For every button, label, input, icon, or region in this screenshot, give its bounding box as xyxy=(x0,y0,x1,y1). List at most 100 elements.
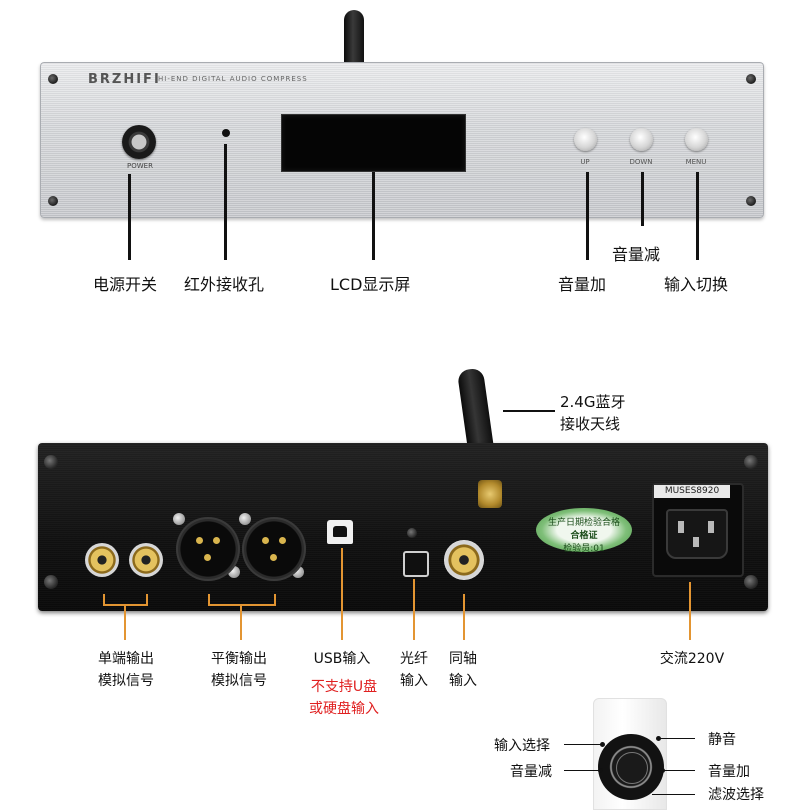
down-label: DOWN xyxy=(629,158,653,166)
callout-bracket xyxy=(208,604,276,606)
label-usb-note: 不支持U盘 或硬盘输入 xyxy=(298,676,390,720)
label-balanced-line2: 模拟信号 xyxy=(211,673,267,689)
label-optical-line1: 光纤 xyxy=(400,651,428,667)
label-antenna-line1: 2.4G蓝牙 xyxy=(560,393,626,411)
sticker-line3: 检验员:01 xyxy=(563,544,605,554)
label-power-switch: 电源开关 xyxy=(93,275,158,294)
remote-callout-dot xyxy=(598,768,603,773)
xlr-output-left[interactable] xyxy=(176,517,240,581)
callout-bracket xyxy=(274,594,276,606)
label-remote-volume-up: 音量加 xyxy=(708,764,750,780)
label-remote-mute: 静音 xyxy=(708,732,736,748)
remote-callout-line xyxy=(564,744,602,745)
remote-callout-dot xyxy=(656,736,661,741)
xlr-pin xyxy=(279,537,286,544)
callout-line-ac xyxy=(689,582,691,640)
screw-icon xyxy=(173,513,185,525)
screw-icon xyxy=(746,196,756,206)
remote-callout-line xyxy=(662,770,695,771)
power-button[interactable] xyxy=(122,125,156,159)
down-button[interactable] xyxy=(630,128,653,151)
callout-bracket xyxy=(103,594,105,606)
lcd-display xyxy=(281,114,466,172)
callout-line-antenna xyxy=(503,410,555,412)
label-antenna: 2.4G蓝牙 接收天线 xyxy=(560,391,625,435)
label-coax-input: 同轴 输入 xyxy=(445,648,481,692)
screw-icon xyxy=(744,575,758,589)
up-button[interactable] xyxy=(574,128,597,151)
label-optical-input: 光纤 输入 xyxy=(396,648,432,692)
xlr-pin xyxy=(204,554,211,561)
front-panel: BRZHIFI HI-END DIGITAL AUDIO COMPRESS PO… xyxy=(40,62,764,218)
label-coax-line1: 同轴 xyxy=(449,651,477,667)
remote-callout-dot xyxy=(660,768,665,773)
usb-input-port[interactable] xyxy=(327,520,353,544)
up-label: UP xyxy=(580,158,590,166)
ac-power-inlet[interactable]: MUSES8920 xyxy=(652,483,744,577)
rca-output-right[interactable] xyxy=(129,543,163,577)
coaxial-input-port[interactable] xyxy=(444,540,484,580)
label-remote-volume-down: 音量减 xyxy=(510,764,552,780)
label-single-ended-line1: 单端输出 xyxy=(98,651,154,667)
optical-input-port[interactable] xyxy=(403,551,429,577)
label-single-ended-line2: 模拟信号 xyxy=(98,673,154,689)
rca-output-left[interactable] xyxy=(85,543,119,577)
label-usb-input: USB输入 xyxy=(313,651,371,667)
callout-line-volume-down xyxy=(641,172,644,226)
label-volume-up: 音量加 xyxy=(558,275,607,294)
xlr-pin xyxy=(262,537,269,544)
label-volume-down: 音量减 xyxy=(612,245,661,264)
screw-icon xyxy=(44,455,58,469)
label-antenna-line2: 接收天线 xyxy=(560,415,621,433)
antenna-connector xyxy=(478,480,502,508)
remote-callout-line xyxy=(652,794,695,795)
callout-line-power xyxy=(128,174,131,260)
xlr-pin xyxy=(196,537,203,544)
screw-icon xyxy=(48,196,58,206)
label-optical-line2: 输入 xyxy=(400,673,428,689)
label-balanced-line1: 平衡输出 xyxy=(211,651,267,667)
label-input-switch: 输入切换 xyxy=(664,275,729,294)
back-panel xyxy=(38,443,768,611)
label-single-ended-output: 单端输出 模拟信号 xyxy=(90,648,162,692)
label-remote-filter-select: 滤波选择 xyxy=(708,787,764,803)
label-balanced-output: 平衡输出 模拟信号 xyxy=(203,648,275,692)
ir-receiver-hole xyxy=(222,129,230,137)
callout-line-optical xyxy=(413,579,415,640)
screw-icon xyxy=(746,74,756,84)
label-remote-input-select: 输入选择 xyxy=(494,738,550,754)
label-usb-note-line1: 不支持U盘 xyxy=(310,679,378,695)
remote-callout-line xyxy=(564,770,600,771)
brand-subtitle: HI-END DIGITAL AUDIO COMPRESS xyxy=(158,75,308,83)
xlr-pin xyxy=(270,554,277,561)
xlr-output-right[interactable] xyxy=(242,517,306,581)
front-antenna xyxy=(344,10,364,66)
ac-pin xyxy=(678,521,684,533)
screw-icon xyxy=(407,528,417,538)
callout-line-usb xyxy=(341,548,343,640)
remote-center-button[interactable] xyxy=(616,752,648,784)
callout-line-volume-up xyxy=(586,172,589,260)
screw-icon xyxy=(744,455,758,469)
label-coax-line2: 输入 xyxy=(449,673,477,689)
callout-line-lcd xyxy=(372,172,375,260)
ac-pin xyxy=(708,521,714,533)
label-ir-receiver: 红外接收孔 xyxy=(184,275,265,294)
remote-callout-line xyxy=(659,738,695,739)
callout-line-coax xyxy=(463,594,465,640)
menu-label: MENU xyxy=(685,158,707,166)
ac-socket xyxy=(666,509,728,559)
screw-icon xyxy=(48,74,58,84)
qc-sticker: 生产日期检验合格 合格证 检验员:01 xyxy=(536,508,632,554)
callout-line-single-ended xyxy=(124,604,126,640)
power-label: POWER xyxy=(127,162,153,170)
callout-line-balanced xyxy=(240,604,242,640)
usb-port-cavity xyxy=(333,526,347,537)
screw-icon xyxy=(239,513,251,525)
callout-bracket xyxy=(146,594,148,606)
ac-pin xyxy=(693,537,699,547)
remote-callout-dot xyxy=(600,742,605,747)
ac-module-label: MUSES8920 xyxy=(654,485,730,498)
menu-button[interactable] xyxy=(685,128,708,151)
sticker-line1: 生产日期检验合格 xyxy=(547,518,620,528)
